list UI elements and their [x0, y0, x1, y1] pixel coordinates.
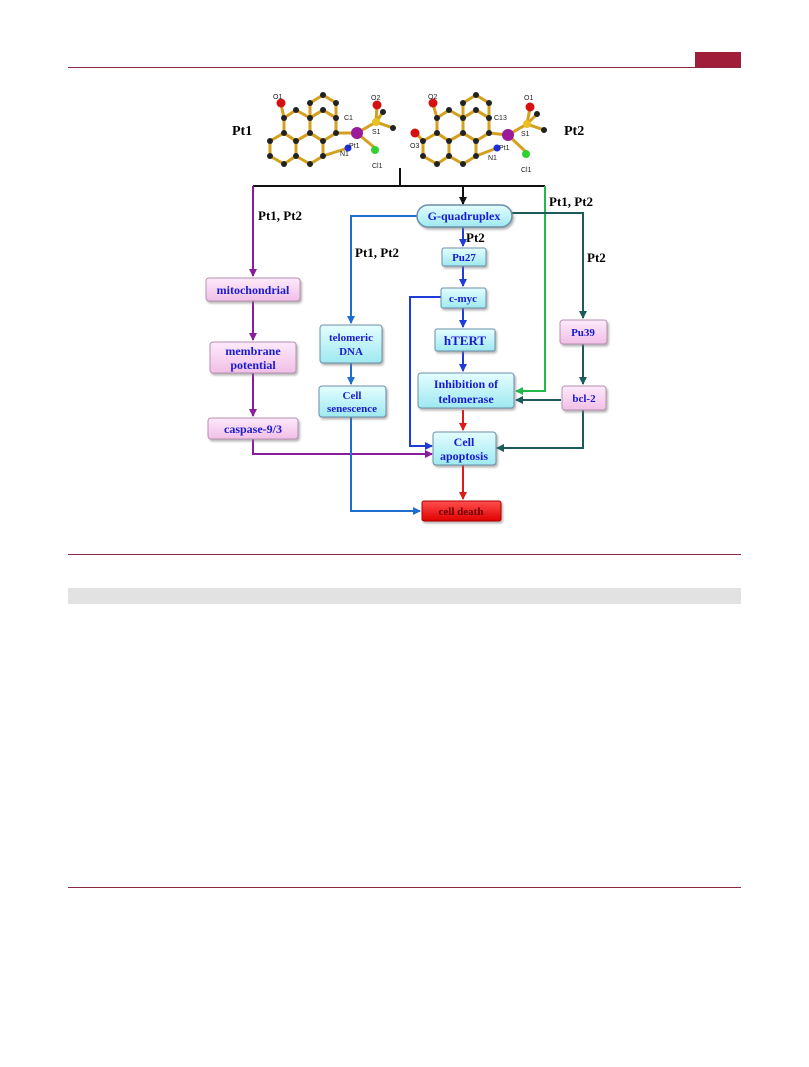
- node-htert-label: hTERT: [444, 333, 487, 348]
- node-bcl2-label: bcl-2: [572, 393, 596, 405]
- node-membrane-label-line2: potential: [230, 358, 276, 372]
- node-bcl2: bcl-2: [561, 385, 607, 411]
- node-c-myc: c-myc: [440, 287, 487, 309]
- arrow-c-myc-to-apoptosis: [409, 296, 441, 450]
- figure-bottom-rule: [68, 554, 741, 555]
- node-telomeric-label-line2: DNA: [339, 346, 363, 358]
- node-htert: hTERT: [434, 328, 496, 352]
- header-rule: [68, 67, 741, 68]
- node-g-quadruplex-label: G-quadruplex: [428, 209, 501, 223]
- node-cell-senescence: Cell senescence: [318, 385, 387, 418]
- pt1-atom-o2: O2: [371, 95, 380, 102]
- caption-band: [68, 588, 741, 604]
- pt1-atom-o1: O1: [273, 94, 282, 101]
- edge-label-mitochondrial: Pt1, Pt2: [258, 208, 302, 223]
- arrow-senescence-to-death: [350, 417, 421, 515]
- node-inhibition-label-line1: Inhibition of: [434, 377, 499, 391]
- arrow-caspase-to-apoptosis: [252, 439, 433, 458]
- node-cell-apoptosis: Cell apoptosis: [432, 431, 497, 466]
- node-c-myc-label: c-myc: [449, 293, 477, 305]
- pt1-atom-s1: S1: [372, 129, 381, 136]
- node-pu39-label: Pu39: [571, 327, 595, 339]
- edge-label-telomerase: Pt1, Pt2: [549, 194, 593, 209]
- node-pu39: Pu39: [559, 319, 608, 345]
- node-membrane-potential: membrane potential: [209, 341, 297, 374]
- footer-rule: [68, 887, 741, 888]
- arrow-to-telomerase-direct: [515, 186, 546, 395]
- node-mitochondrial: mitochondrial: [205, 277, 301, 302]
- pt2-atom-pt1: Pt1: [499, 145, 510, 152]
- header-corner-tab: [695, 52, 741, 67]
- node-telomeric-label-line1: telomeric: [329, 332, 373, 344]
- edge-label-pu27: Pt2: [466, 230, 485, 245]
- node-cell-death-label: cell death: [439, 506, 484, 518]
- pt1-atom-c1: C1: [344, 115, 353, 122]
- node-cell-death: cell death: [421, 500, 502, 522]
- arrow-to-telomeric: [347, 215, 417, 324]
- node-telomeric-dna: telomeric DNA: [319, 324, 383, 364]
- node-caspase-label: caspase-9/3: [224, 422, 282, 436]
- pt2-atom-o2: O2: [428, 94, 437, 101]
- pt2-atom-n1: N1: [488, 155, 497, 162]
- node-caspase: caspase-9/3: [207, 417, 299, 440]
- node-pu27: Pu27: [441, 247, 487, 267]
- arrow-bcl2-to-apoptosis: [496, 410, 584, 452]
- pt2-atom-s1: S1: [521, 131, 530, 138]
- pt2-atom-cl1: Cl1: [521, 167, 532, 174]
- complex-label-pt2: Pt2: [564, 124, 584, 139]
- node-inhibition-of-telomerase: Inhibition of telomerase: [417, 372, 515, 409]
- pt2-structure: O2 O1 C13 O3 S1 Pt1 N1 Cl1: [410, 92, 547, 174]
- pt1-atom-n1: N1: [340, 151, 349, 158]
- pt2-atom-c13: C13: [494, 115, 507, 122]
- pt2-atom-o3: O3: [410, 143, 419, 150]
- node-pu27-label: Pu27: [452, 252, 476, 264]
- node-inhibition-label-line2: telomerase: [438, 392, 494, 406]
- pt1-atom-pt1: Pt1: [349, 143, 360, 150]
- arrow-to-pu39: [512, 212, 587, 319]
- node-mitochondrial-label: mitochondrial: [217, 283, 290, 297]
- node-g-quadruplex: G-quadruplex: [416, 204, 513, 228]
- pt1-structure: O1 O2 C1 S1 Pt1 N1 Cl1: [267, 92, 396, 170]
- node-apoptosis-label-line2: apoptosis: [440, 449, 488, 463]
- edge-label-telomeric: Pt1, Pt2: [355, 245, 399, 260]
- node-senescence-label-line1: Cell: [343, 390, 362, 402]
- pt2-atom-o1: O1: [524, 95, 533, 102]
- node-membrane-label-line1: membrane: [225, 344, 281, 358]
- node-apoptosis-label-line1: Cell: [454, 435, 475, 449]
- node-senescence-label-line2: senescence: [327, 403, 377, 415]
- edge-label-pu39: Pt2: [587, 250, 606, 265]
- complex-label-pt1: Pt1: [232, 124, 252, 139]
- pt1-atom-cl1: Cl1: [372, 163, 383, 170]
